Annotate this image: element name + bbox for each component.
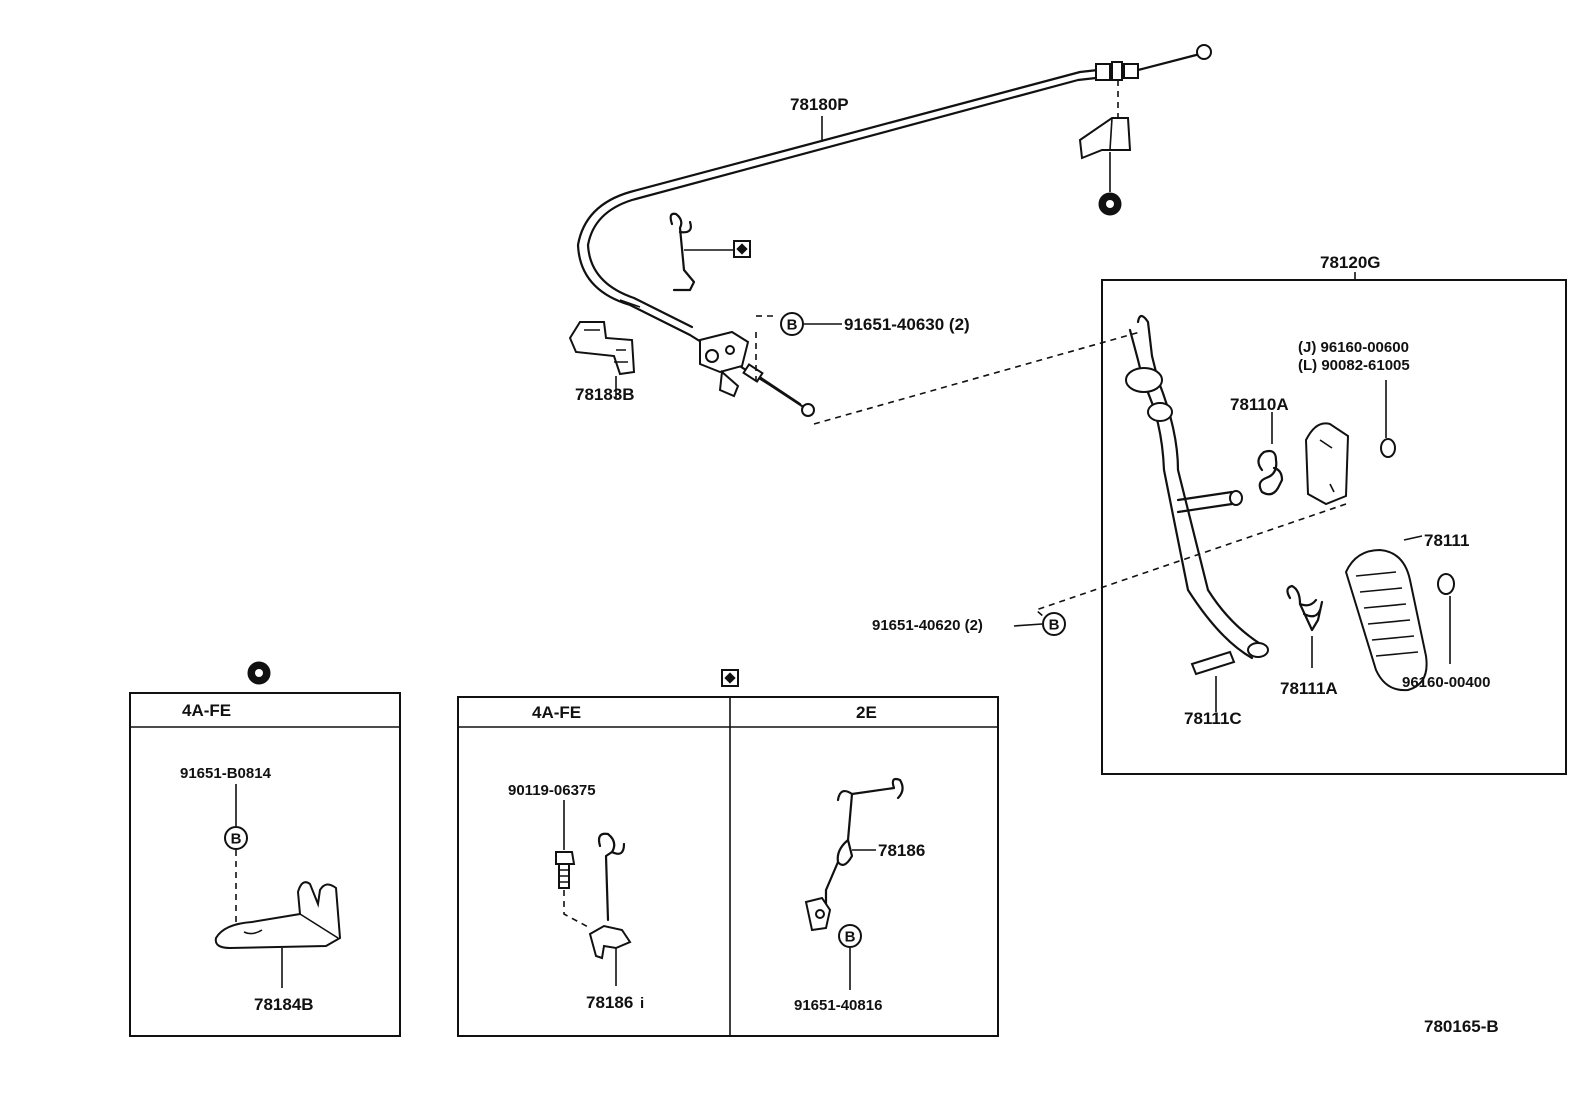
bracket-78184b: [214, 881, 342, 988]
pedal-spring-78111a: [1286, 584, 1324, 668]
label-78186-4afe-mark: i: [640, 995, 644, 1012]
panel-diamond-engine-right: 2E: [856, 703, 877, 722]
label-78180p: 78180P: [790, 95, 849, 114]
label-96160-00400: 96160-00400: [1402, 674, 1490, 691]
label-96160-00600: (J) 96160-00600: [1298, 339, 1409, 356]
label-91651-b0814: 91651-B0814: [180, 765, 272, 782]
label-78183b: 78183B: [575, 385, 635, 404]
panel-diamond: [457, 696, 999, 1037]
cable-clamp-center: [699, 315, 778, 398]
nut-96160-00600: [1380, 380, 1396, 458]
cable-clamp-upper: [669, 212, 751, 292]
bracket-78183b: [568, 321, 636, 398]
label-90082-61005: (L) 90082-61005: [1298, 357, 1410, 374]
bolt-callout-91651-b0814: B: [224, 826, 248, 850]
label-78111a: 78111A: [1280, 679, 1338, 698]
panel-circle-engine: 4A-FE: [182, 701, 231, 720]
label-91651-40630: 91651-40630 (2): [844, 315, 970, 334]
clamp-78186-2e: [804, 777, 904, 932]
return-spring-78110a: [1257, 412, 1284, 496]
figure-id: 780165-B: [1424, 1017, 1499, 1036]
label-91651-40816: 91651-40816: [794, 997, 882, 1014]
label-78110a: 78110A: [1230, 395, 1289, 414]
upper-cable-bracket: [1078, 117, 1132, 216]
label-78184b: 78184B: [254, 995, 314, 1014]
label-78186-4afe: 78186: [586, 993, 633, 1012]
bolt-mark-b: B: [231, 831, 242, 848]
label-78186-2e: 78186: [878, 841, 925, 860]
label-91651-40620: 91651-40620 (2): [872, 617, 983, 634]
label-78111c: 78111C: [1184, 709, 1242, 728]
bolt-mark-b: B: [1049, 617, 1060, 634]
label-78111: 78111: [1424, 531, 1469, 550]
pedal-pad-78111: [1344, 535, 1428, 692]
bolt-mark-b: B: [787, 317, 798, 334]
label-78120g: 78120G: [1320, 253, 1381, 272]
panel-diamond-engine-left: 4A-FE: [532, 703, 581, 722]
pedal-assembly-box: [1101, 279, 1567, 775]
bolt-callout-91651-40620: 91651-40620 (2) B: [872, 612, 1066, 636]
cable-to-pedal-linkage: [813, 331, 1141, 425]
bolt-callout-91651-40816: B: [838, 924, 862, 990]
accelerator-cable: [576, 44, 1212, 417]
panel-circle-4afe: [129, 692, 401, 1037]
bolt-90119-06375: [555, 851, 576, 889]
nut-96160-00400: [1437, 573, 1455, 664]
pin-78111c: [1190, 650, 1236, 712]
bolt-callout-91651-40630: B 91651-40630 (2): [780, 312, 970, 336]
clamp-78186-4afe: [588, 832, 632, 986]
label-90119-06375: 90119-06375: [508, 782, 596, 799]
pedal-arm: [1125, 314, 1269, 660]
bolt-mark-b: B: [845, 929, 856, 946]
